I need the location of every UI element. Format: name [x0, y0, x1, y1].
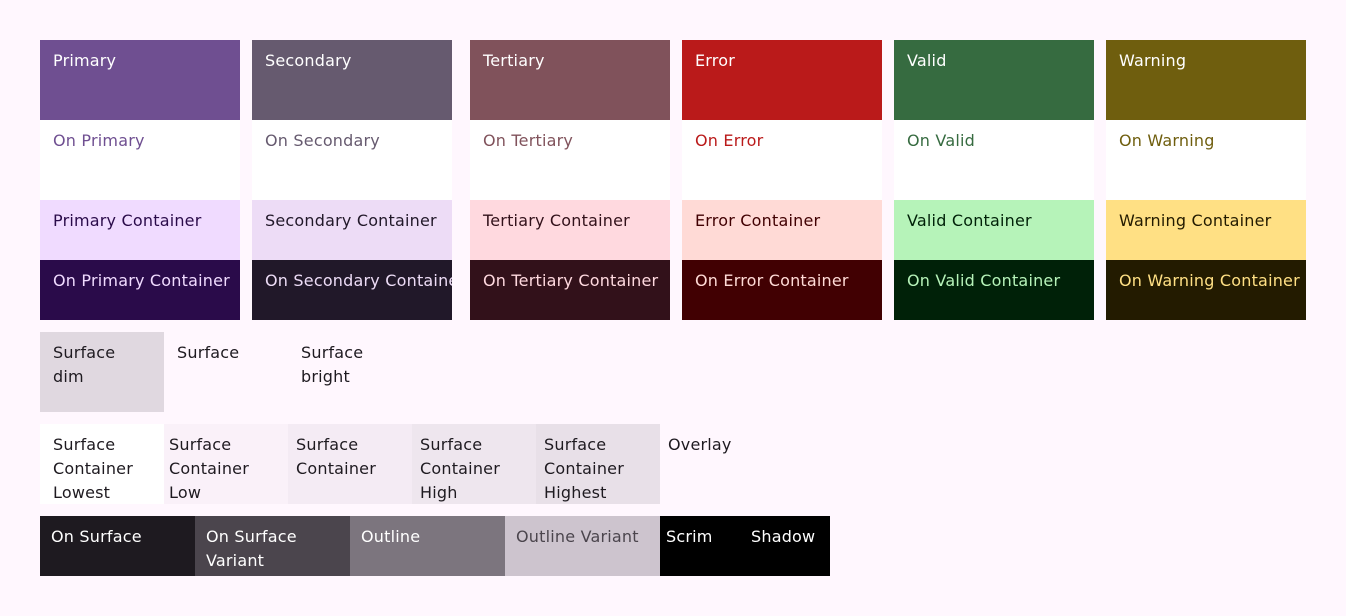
swatch-outline: Outline — [350, 516, 505, 576]
swatch-on-surface-variant: On Surface Variant — [195, 516, 350, 576]
swatch-surface-container: Surface Container — [288, 424, 412, 504]
swatch-primary: Primary — [40, 40, 240, 120]
swatch-on-warning-container: On Warning Container — [1106, 260, 1306, 320]
swatch-surface-container-highest: Surface Container Highest — [536, 424, 660, 504]
swatch-on-primary-container: On Primary Container — [40, 260, 240, 320]
swatch-error: Error — [682, 40, 882, 120]
swatch-scrim: Scrim — [660, 516, 745, 576]
swatch-secondary-container: Secondary Container — [252, 200, 452, 260]
swatch-overlay: Overlay — [660, 424, 784, 504]
swatch-surface-container-low: Surface Container Low — [164, 424, 288, 504]
swatch-valid-container: Valid Container — [894, 200, 1094, 260]
swatch-on-error: On Error — [682, 120, 882, 200]
swatch-warning: Warning — [1106, 40, 1306, 120]
swatch-secondary: Secondary — [252, 40, 452, 120]
swatch-on-valid-container: On Valid Container — [894, 260, 1094, 320]
swatch-on-surface: On Surface — [40, 516, 195, 576]
swatch-valid: Valid — [894, 40, 1094, 120]
swatch-surface-bright: Surface bright — [288, 332, 374, 412]
swatch-primary-container: Primary Container — [40, 200, 240, 260]
swatch-tertiary-container: Tertiary Container — [470, 200, 670, 260]
swatch-on-primary: On Primary — [40, 120, 240, 200]
swatch-surface-dim: Surface dim — [40, 332, 164, 412]
swatch-on-secondary: On Secondary — [252, 120, 452, 200]
swatch-warning-container: Warning Container — [1106, 200, 1306, 260]
swatch-surface: Surface — [164, 332, 288, 412]
swatch-surface-container-high: Surface Container High — [412, 424, 536, 504]
swatch-on-tertiary: On Tertiary — [470, 120, 670, 200]
swatch-tertiary: Tertiary — [470, 40, 670, 120]
swatch-on-error-container: On Error Container — [682, 260, 882, 320]
swatch-on-secondary-container: On Secondary Container — [252, 260, 452, 320]
swatch-on-tertiary-container: On Tertiary Container — [470, 260, 670, 320]
swatch-outline-variant: Outline Variant — [505, 516, 660, 576]
swatch-error-container: Error Container — [682, 200, 882, 260]
swatch-surface-container-lowest: Surface Container Lowest — [40, 424, 164, 504]
swatch-on-valid: On Valid — [894, 120, 1094, 200]
swatch-on-warning: On Warning — [1106, 120, 1306, 200]
swatch-shadow: Shadow — [745, 516, 830, 576]
